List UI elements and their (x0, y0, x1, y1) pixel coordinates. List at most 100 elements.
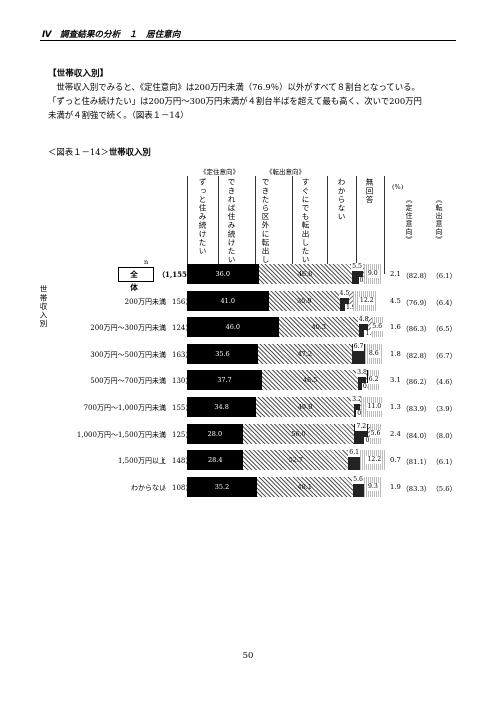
n-value: （ 124） (158, 324, 193, 333)
legend-col-dekireba: できれば住み続けたい (227, 178, 236, 264)
segment-label: 4.8 (357, 316, 370, 325)
bar-segment-1: 28.0 (187, 423, 243, 444)
tenshutsu-total: （8.0） (432, 431, 457, 440)
bar-segment-1: 36.0 (187, 264, 259, 284)
stacked-bar: 37.748.53.80.86.2 (187, 369, 386, 392)
paragraph-line: 世帯収入別でみると、《定住意向》は200万円未満（76.9％）以外がすべて８割台… (48, 82, 420, 92)
legend-col-wakaranai: わからない (337, 178, 346, 221)
legend-col-teiju-total: 《定住意向》 (405, 196, 413, 244)
bar-segment-3 (358, 317, 369, 338)
category-label: 500万円～700万円未満 (90, 377, 166, 386)
figure-number: ＜図表１－14＞ (48, 147, 109, 157)
segment-label: 1.9 (344, 303, 357, 312)
paragraph-line: 「ずっと住み続けたい」は200万円～300万円未満が４割台半ばを超えて最も高く、… (48, 96, 422, 106)
no-answer-value: 1.9 (390, 482, 401, 491)
segment-label: 3.2 (351, 396, 363, 404)
n-value: （ 125） (158, 430, 193, 439)
tenshutsu-total: （6.4） (432, 298, 457, 307)
segment-label: 8.6 (367, 349, 380, 358)
segment-label: 6.2 (367, 376, 380, 385)
segment-label: 4.5 (338, 289, 351, 298)
legend-col-zutto: ずっと住み続けたい (198, 178, 207, 256)
figure-title: 世帯収入別 (108, 147, 151, 157)
segment-label: 1.6 (364, 330, 377, 339)
stacked-bar: 36.046.85.50.79.0 (187, 263, 386, 285)
segment-label: 5.6 (369, 429, 382, 438)
unit-label: (%) (392, 183, 404, 191)
legend-divider (327, 176, 328, 274)
bar-segment-1: 41.0 (187, 290, 269, 311)
bar-segment-2: 40.3 (278, 317, 359, 338)
body-paragraph: 世帯収入別でみると、《定住意向》は200万円未満（76.9％）以外がすべて８割台… (48, 80, 458, 122)
tenshutsu-total: （6.5） (432, 325, 457, 334)
category-label: 200万円未満 (124, 297, 166, 306)
no-answer-value: 2.4 (390, 429, 401, 438)
n-value: （1,155） (158, 270, 194, 279)
teiju-total: （81.1） (402, 458, 431, 467)
section-title: 【世帯収入別】 (48, 69, 109, 79)
category-label: 1,000万円～1,500万円未満 (76, 430, 166, 439)
bar-segment-1: 37.7 (187, 370, 262, 391)
segment-label: 9.3 (366, 482, 379, 491)
bar-segment-3 (340, 290, 349, 311)
chart-row: 1,000万円～1,500万円未満（ 125）28.056.07.20.85.6… (0, 422, 496, 448)
chart-row: 700万円～1,000万円未満（ 155）34.849.03.20.611.01… (0, 396, 496, 421)
tenshutsu-total: （5.6） (432, 484, 457, 493)
bar-segment-2: 52.7 (243, 450, 349, 471)
segment-label: 5.5 (351, 263, 363, 271)
n-value: （ 163） (158, 350, 193, 359)
bar-segment-2: 49.0 (256, 397, 354, 417)
teiju-total: （86.3） (402, 325, 431, 334)
running-header: Ⅳ 調査結果の分析 １ 居住意向 (42, 30, 181, 40)
category-label-total: 全 体 (118, 267, 154, 292)
paragraph-line: 未満が４割強で続く。（図表１－14） (48, 110, 189, 120)
segment-label: 12.2 (358, 296, 375, 305)
segment-label: 5.6 (371, 323, 384, 332)
bar-segment-2: 35.9 (268, 290, 341, 311)
segment-label: 6.1 (348, 449, 361, 458)
tenshutsu-total: （3.9） (432, 405, 457, 413)
teiju-total: （82.8） (402, 351, 431, 360)
teiju-total: （76.9） (402, 298, 431, 307)
segment-label: 3.8 (356, 369, 368, 378)
side-label: 世帯収入別 (39, 285, 48, 328)
legend-group-tenshutsu: 《転出意向》 (266, 168, 305, 176)
tenshutsu-total: （6.1） (432, 272, 457, 280)
header-rule (40, 40, 456, 41)
no-answer-value: 4.5 (390, 296, 401, 305)
bar-segment-2: 48.1 (256, 476, 353, 497)
bar-segment-2: 47.2 (257, 343, 352, 364)
bar-segment-1: 34.8 (187, 397, 257, 417)
tenshutsu-total: （6.7） (432, 351, 457, 360)
no-answer-value: 1.8 (390, 349, 401, 358)
legend-divider (292, 176, 293, 274)
bar-segment-2: 46.8 (258, 264, 352, 284)
category-label: 200万円～300万円未満 (90, 324, 166, 333)
legend-divider (218, 176, 219, 274)
bar-segment-3 (353, 397, 361, 417)
n-value: （ 155） (158, 404, 193, 412)
no-answer-value: 0.7 (390, 456, 401, 465)
bar-segment-3 (358, 370, 366, 391)
category-label: 700万円～1,000万円未満 (83, 404, 166, 412)
legend-divider (255, 176, 256, 274)
n-value: （ 108） (158, 483, 193, 492)
bar-segment-1: 28.4 (187, 450, 244, 471)
segment-label: 7.2 (355, 422, 368, 431)
legend-col-dekitara: できたら区外に転出したい (261, 178, 270, 282)
bar-segment-2: 48.5 (261, 370, 359, 391)
legend-col-sugu: すぐにでも転出したい (301, 178, 310, 264)
n-value: （ 148） (158, 457, 193, 466)
category-label: 1,500万円以上 (117, 457, 166, 466)
legend-divider (384, 176, 385, 274)
category-label: わからない (131, 483, 166, 492)
n-label: n (144, 258, 149, 266)
tenshutsu-total: （6.1） (432, 458, 457, 467)
